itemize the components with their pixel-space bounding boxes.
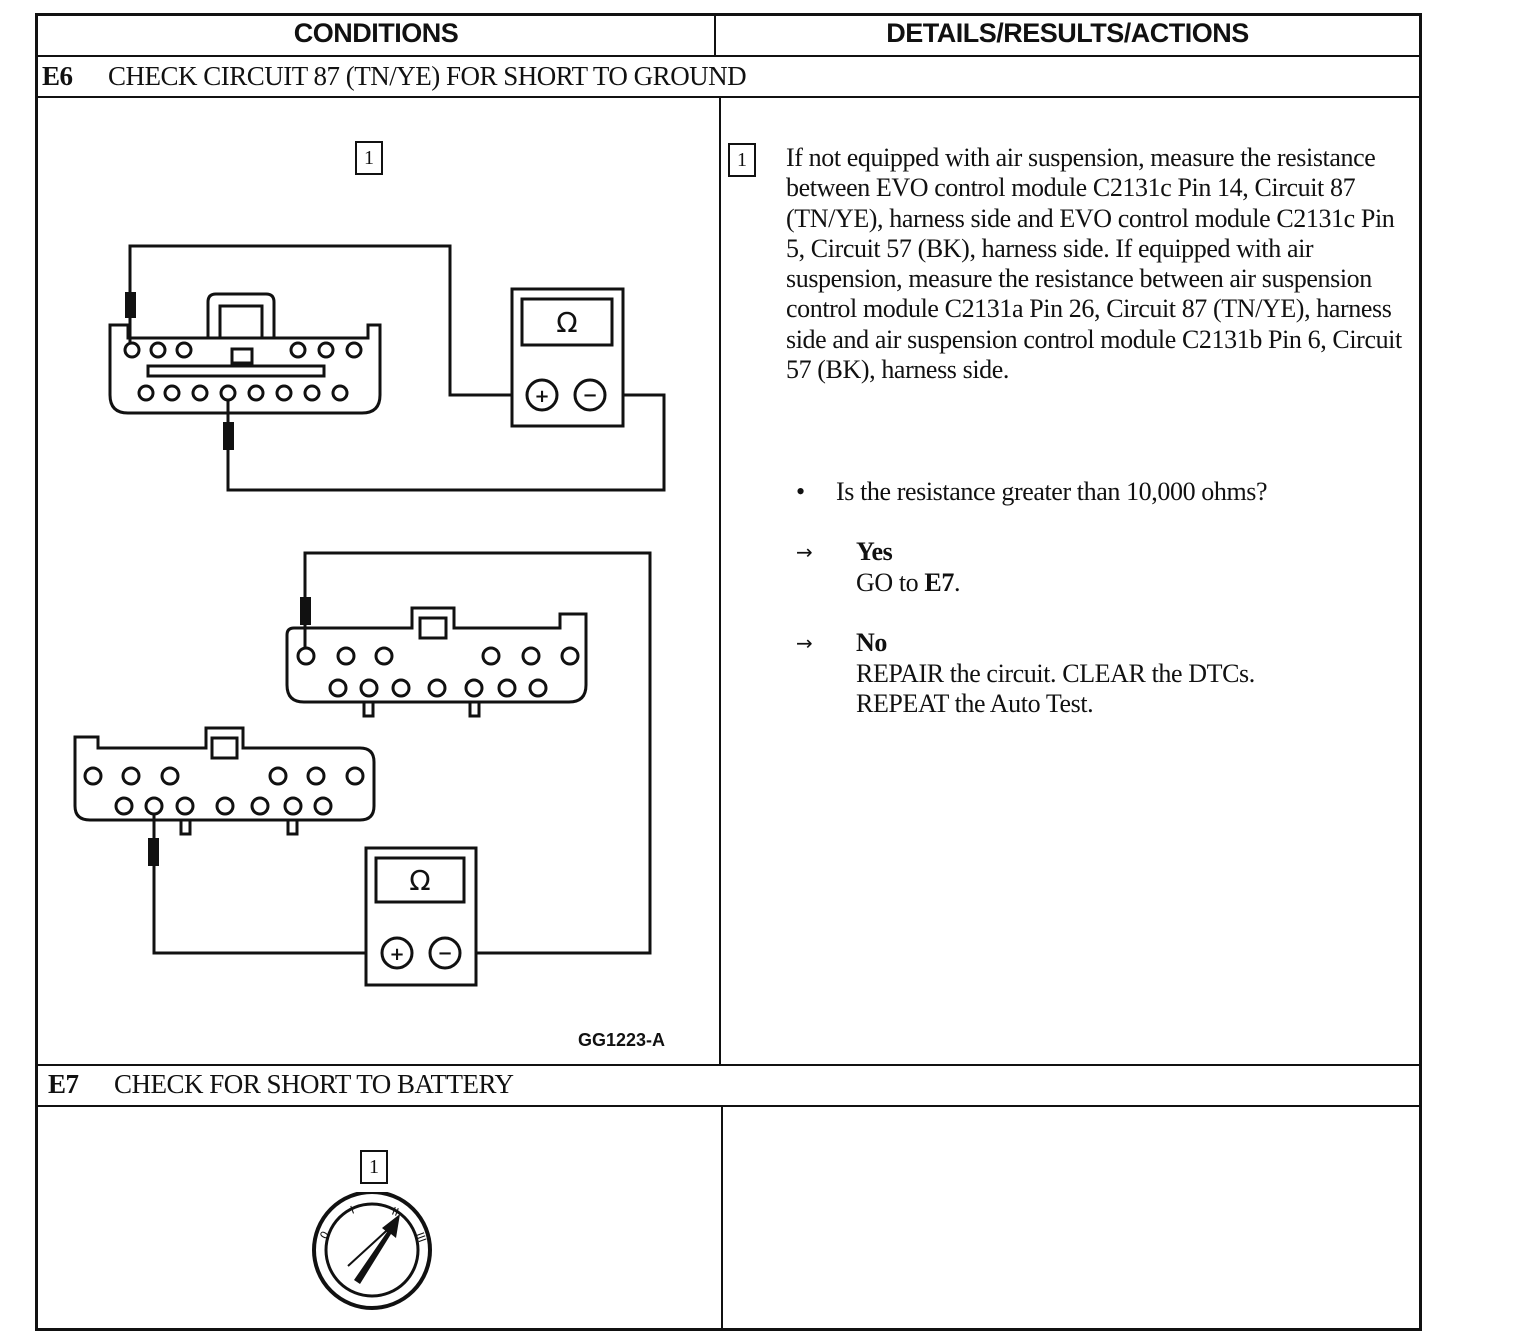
upper-ohmmeter bbox=[510, 287, 625, 428]
details-header: DETAILS/RESULTS/ACTIONS bbox=[886, 18, 1249, 48]
e6-instruction: If not equipped with air suspension, mea… bbox=[786, 143, 1402, 385]
table-bottom-border bbox=[35, 1328, 1422, 1331]
e6-section-title: E6 CHECK CIRCUIT 87 (TN/YE) FOR SHORT TO … bbox=[42, 61, 747, 92]
no-answer: No REPAIR the circuit. CLEAR the DTCs. R… bbox=[856, 628, 1255, 720]
figure-code: GG1223-A bbox=[578, 1030, 666, 1050]
lower-probe-leads bbox=[148, 551, 652, 955]
upper-minus-terminal: − bbox=[582, 385, 597, 406]
table-top-border bbox=[35, 13, 1419, 16]
no-arrow-icon: → bbox=[796, 631, 813, 655]
question-text: Is the resistance greater than 10,000 oh… bbox=[836, 477, 1268, 506]
no-action-line2: REPEAT the Auto Test. bbox=[856, 689, 1094, 718]
yes-action-target[interactable]: E7 bbox=[924, 567, 954, 597]
yes-action-prefix: GO to bbox=[856, 567, 925, 597]
header-divider bbox=[35, 55, 1422, 57]
lower-right-connector bbox=[285, 606, 588, 718]
ignition-key-icon: 0 I II III bbox=[312, 1192, 432, 1310]
e6-figure-step-marker: 1 bbox=[355, 141, 383, 175]
bullet-dot: • bbox=[796, 477, 805, 506]
e6-details-step-marker: 1 bbox=[728, 143, 756, 177]
e6-question: • Is the resistance greater than 10,000 o… bbox=[796, 477, 1268, 507]
no-label: No bbox=[856, 628, 887, 657]
lower-left-connector bbox=[73, 726, 376, 836]
lower-ohm-symbol: Ω bbox=[409, 864, 430, 897]
conditions-header: CONDITIONS bbox=[293, 18, 459, 48]
upper-plus-terminal: + bbox=[534, 386, 549, 407]
lower-minus-terminal: − bbox=[437, 943, 452, 964]
e6-wiring-diagram: Ω + − Ω + − bbox=[73, 244, 666, 987]
e7-title-divider bbox=[35, 1105, 1422, 1107]
no-action-line1: REPAIR the circuit. CLEAR the DTCs. bbox=[856, 658, 1255, 688]
e7-step-id: E7 bbox=[48, 1069, 79, 1099]
key-position-1: I bbox=[349, 1203, 357, 1216]
table-left-border bbox=[35, 13, 38, 1331]
e7-section-title: E7 CHECK FOR SHORT TO BATTERY bbox=[48, 1069, 514, 1100]
yes-answer: Yes GO to E7. bbox=[856, 537, 960, 598]
upper-ohm-symbol: Ω bbox=[556, 306, 577, 339]
lower-plus-terminal: + bbox=[389, 944, 404, 965]
lower-ohmmeter bbox=[364, 846, 478, 987]
key-position-3: III bbox=[413, 1231, 429, 1245]
e7-title-text: CHECK FOR SHORT TO BATTERY bbox=[114, 1069, 514, 1099]
yes-label: Yes bbox=[856, 537, 893, 566]
e6-step-id: E6 bbox=[42, 61, 73, 91]
header-column-divider bbox=[714, 13, 716, 57]
yes-arrow-icon: → bbox=[796, 540, 813, 564]
e6-title-divider bbox=[35, 96, 1422, 98]
e7-figure-step-marker: 1 bbox=[360, 1150, 388, 1184]
upper-probe-leads bbox=[125, 244, 666, 492]
key-position-2: II bbox=[390, 1205, 401, 1219]
e7-top-divider bbox=[35, 1064, 1422, 1066]
e6-column-divider bbox=[719, 96, 721, 1066]
e6-title-text: CHECK CIRCUIT 87 (TN/YE) FOR SHORT TO GR… bbox=[108, 61, 747, 91]
e7-column-divider bbox=[721, 1105, 723, 1330]
table-right-border bbox=[1419, 13, 1422, 1331]
yes-action-suffix: . bbox=[953, 567, 961, 597]
upper-connector bbox=[108, 292, 382, 415]
